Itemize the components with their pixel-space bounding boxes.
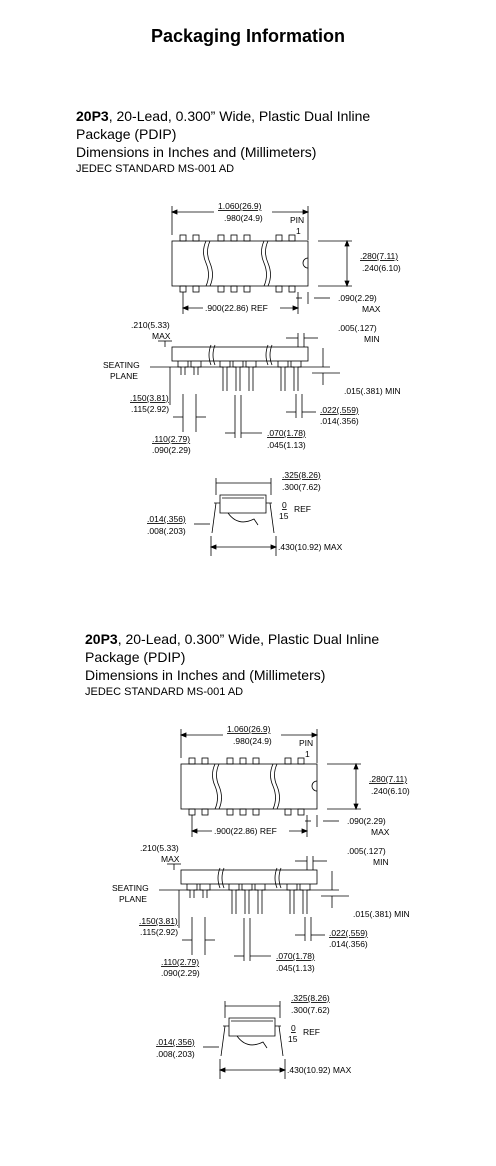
package-description-line: 20P3, 20-Lead, 0.300” Wide, Plastic Dual… [85, 630, 379, 648]
dim-115: .115(2.92) [140, 927, 178, 937]
dim-005: .005(.127) [338, 323, 377, 333]
dim-115: .115(2.92) [131, 404, 169, 414]
pin-label: PIN [290, 215, 304, 225]
dim-300: .300(7.62) [282, 482, 321, 492]
jedec-standard: JEDEC STANDARD MS-001 AD [76, 163, 235, 175]
dim-008: .008(.203) [147, 526, 186, 536]
package-description-line: 20P3, 20-Lead, 0.300” Wide, Plastic Dual… [76, 107, 370, 125]
dim-014-thickness: .014(.356) [156, 1037, 195, 1047]
package-drawing-2: 1.060(26.9) .980(24.9) PIN 1 .280(7.11) … [112, 724, 410, 1079]
dim-210: .210(5.33) [131, 320, 170, 330]
pin-label: PIN [299, 738, 313, 748]
dim-110: .110(2.79) [161, 957, 199, 967]
dim-150: .150(3.81) [139, 916, 178, 926]
package-header-1: 20P3, 20-Lead, 0.300” Wide, Plastic Dual… [76, 107, 370, 177]
dim-width-max: .280(7.11) [360, 251, 398, 261]
dim-005-min: MIN [373, 857, 389, 867]
page-title: Packaging Information [150, 26, 346, 46]
package-description: , 20-Lead, 0.300” Wide, Plastic Dual Inl… [108, 108, 371, 124]
package-type: Package (PDIP) [85, 649, 186, 665]
dim-090: .090(2.29) [338, 293, 377, 303]
dim-length-min: .980(24.9) [233, 736, 272, 746]
end-view-body [228, 1017, 276, 1037]
jedec-standard: JEDEC STANDARD MS-001 AD [85, 686, 244, 698]
dimension-labels: 1.060(26.9) .980(24.9) PIN 1 .280(7.11) … [112, 724, 410, 1075]
dim-070: .070(1.78) [276, 951, 315, 961]
angle-0: 0 [291, 1023, 296, 1033]
end-view-body [219, 494, 267, 514]
seating-label-1: SEATING [112, 883, 149, 893]
angle-0: 0 [282, 500, 287, 510]
dimension-drawing [159, 729, 361, 1079]
dim-110: .110(2.79) [152, 434, 190, 444]
dim-090: .090(2.29) [347, 816, 386, 826]
seating-label-2: PLANE [119, 894, 147, 904]
dim-090-max: MAX [362, 304, 381, 314]
dim-300: .300(7.62) [291, 1005, 330, 1015]
dim-015-min: .015(.381) MIN [353, 909, 410, 919]
dim-430-max: .430(10.92) MAX [278, 542, 343, 552]
dim-022: .022(.559) [329, 928, 368, 938]
dim-090-pitch: .090(2.29) [161, 968, 200, 978]
package-top-view [171, 240, 309, 287]
dim-045: .045(1.13) [276, 963, 315, 973]
angle-ref: REF [294, 504, 311, 514]
dim-width-max: .280(7.11) [369, 774, 407, 784]
dim-005-min: MIN [364, 334, 380, 344]
dim-ref-900: .900(22.86) REF [205, 303, 268, 313]
side-leads [186, 884, 311, 914]
angle-ref: REF [303, 1027, 320, 1037]
dim-022: .022(.559) [320, 405, 359, 415]
dim-015-min: .015(.381) MIN [344, 386, 401, 396]
dim-070: .070(1.78) [267, 428, 306, 438]
dim-325: .325(8.26) [282, 470, 321, 480]
dim-045: .045(1.13) [267, 440, 306, 450]
angle-15: 15 [288, 1034, 298, 1044]
dim-width-min: .240(6.10) [362, 263, 401, 273]
top-pins [179, 234, 296, 293]
dim-325: .325(8.26) [291, 993, 330, 1003]
units-note: Dimensions in Inches and (Millimeters) [85, 667, 326, 683]
units-note: Dimensions in Inches and (Millimeters) [76, 144, 317, 160]
dim-210-max: MAX [161, 854, 180, 864]
dim-430-max: .430(10.92) MAX [287, 1065, 352, 1075]
dim-090-max: MAX [371, 827, 390, 837]
dim-width-min: .240(6.10) [371, 786, 410, 796]
package-code: 20P3 [76, 108, 109, 124]
dim-008: .008(.203) [156, 1049, 195, 1059]
seating-label-1: SEATING [103, 360, 140, 370]
dimension-drawing [150, 206, 352, 556]
top-pins [188, 757, 305, 816]
package-header-2: 20P3, 20-Lead, 0.300” Wide, Plastic Dual… [85, 630, 379, 700]
dimension-labels: 1.060(26.9) .980(24.9) PIN 1 .280(7.11) … [103, 201, 401, 552]
package-code: 20P3 [85, 631, 118, 647]
dim-ref-900: .900(22.86) REF [214, 826, 277, 836]
dim-210-max: MAX [152, 331, 171, 341]
package-description: , 20-Lead, 0.300” Wide, Plastic Dual Inl… [117, 631, 380, 647]
dim-length-max: 1.060(26.9) [227, 724, 271, 734]
package-type: Package (PDIP) [76, 126, 177, 142]
dim-150: .150(3.81) [130, 393, 169, 403]
angle-15: 15 [279, 511, 289, 521]
pin-number: 1 [296, 226, 301, 236]
pin-number: 1 [305, 749, 310, 759]
side-leads [177, 361, 302, 391]
dim-005: .005(.127) [347, 846, 386, 856]
dim-014: .014(.356) [329, 939, 368, 949]
dim-014-thickness: .014(.356) [147, 514, 186, 524]
package-top-view [180, 763, 318, 810]
dim-014: .014(.356) [320, 416, 359, 426]
dim-length-min: .980(24.9) [224, 213, 263, 223]
seating-label-2: PLANE [110, 371, 138, 381]
dim-210: .210(5.33) [140, 843, 179, 853]
dim-090-pitch: .090(2.29) [152, 445, 191, 455]
dim-length-max: 1.060(26.9) [218, 201, 262, 211]
